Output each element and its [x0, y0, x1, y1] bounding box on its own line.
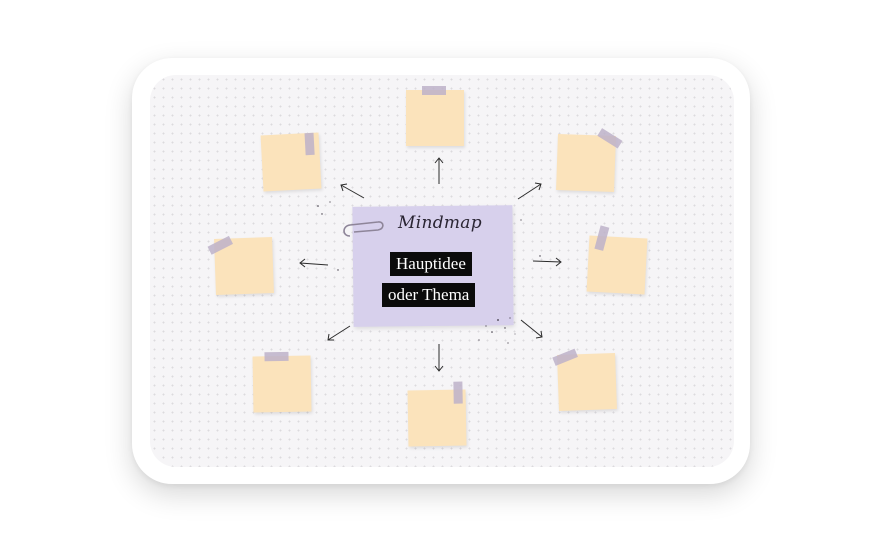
tape-strip: [264, 351, 289, 362]
sticky-note-top[interactable]: [406, 86, 464, 146]
tape-strip: [422, 86, 446, 95]
center-topic-line-2: oder Thema: [382, 283, 476, 307]
sticky-note-bottom-left[interactable]: [252, 351, 312, 413]
sticky-note-top-left[interactable]: [260, 132, 322, 192]
sticky-note-top-right[interactable]: [556, 128, 623, 192]
mindmap-title: Mindmap: [398, 213, 482, 233]
tape-strip: [304, 132, 315, 156]
sticky-note-left[interactable]: [207, 235, 274, 295]
sticky-note-bottom[interactable]: [407, 381, 467, 447]
sticky-note-bottom-right[interactable]: [552, 348, 617, 411]
sticky-note-right[interactable]: [586, 225, 648, 295]
center-topic-line-1: Hauptidee: [390, 252, 472, 276]
tape-strip: [453, 381, 463, 404]
